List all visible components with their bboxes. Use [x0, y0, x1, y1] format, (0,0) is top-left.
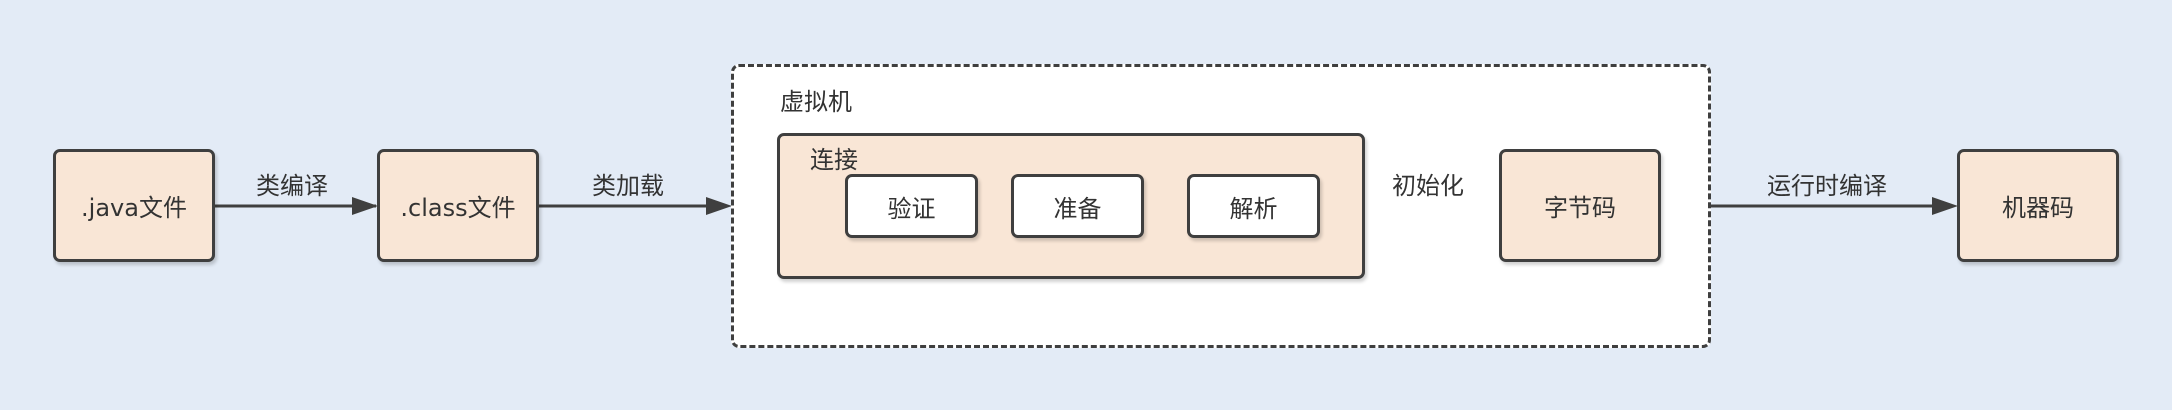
arrowhead-jit — [1932, 197, 1958, 215]
linking-title: 连接 — [810, 146, 858, 174]
edge-label-jit: 运行时编译 — [1767, 172, 1887, 200]
prepare-step-label: 准备 — [1053, 194, 1102, 223]
resolve-step-label: 解析 — [1229, 194, 1278, 223]
prepare-step: 准备 — [1011, 174, 1144, 238]
edge-label-load: 类加载 — [592, 172, 664, 200]
edge-label-compile: 类编译 — [256, 172, 328, 200]
verify-step-label: 验证 — [887, 194, 936, 223]
machine-code-node: 机器码 — [1957, 149, 2119, 262]
java-file-label: .java文件 — [81, 194, 187, 222]
arrowhead-compile — [352, 197, 378, 215]
resolve-step: 解析 — [1187, 174, 1320, 238]
machine-code-label: 机器码 — [2002, 194, 2074, 222]
arrowhead-load — [706, 197, 732, 215]
class-file-node: .class文件 — [377, 149, 539, 262]
bytecode-label: 字节码 — [1544, 194, 1616, 222]
bytecode-node: 字节码 — [1499, 149, 1661, 262]
virtual-machine-title: 虚拟机 — [780, 88, 852, 116]
class-file-label: .class文件 — [400, 194, 516, 222]
java-file-node: .java文件 — [53, 149, 215, 262]
edge-label-init: 初始化 — [1392, 172, 1464, 200]
verify-step: 验证 — [845, 174, 978, 238]
